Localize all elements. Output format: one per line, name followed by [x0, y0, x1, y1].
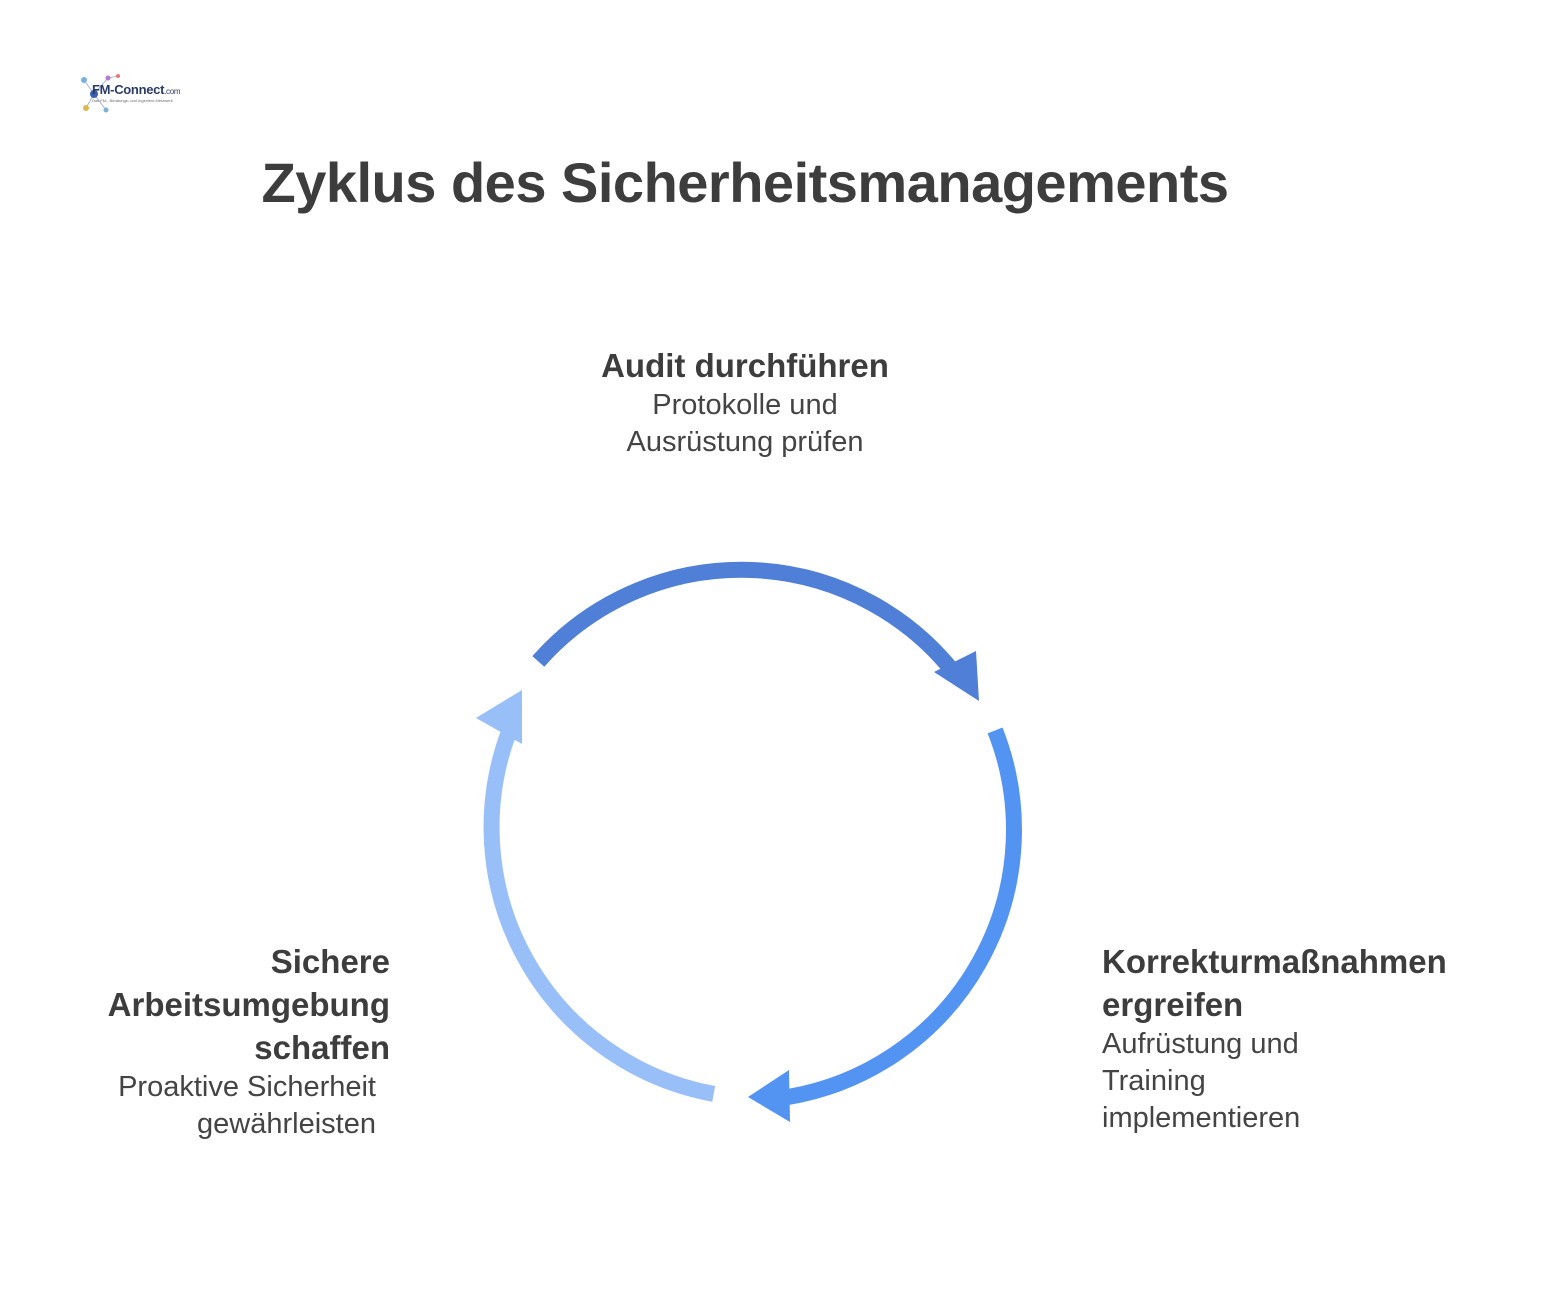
step-korrektur: Korrekturmaßnahmen ergreifen Aufrüstung … — [1102, 940, 1502, 1137]
step-audit: Audit durchführen Protokolle und Ausrüst… — [560, 344, 930, 461]
cycle-arc-korrektur — [786, 727, 1022, 1105]
cycle-arc-audit — [532, 561, 964, 682]
step-audit-description: Protokolle und Ausrüstung prüfen — [626, 389, 864, 458]
step-korrektur-description: Aufrüstung und Training implementieren — [1102, 1028, 1301, 1134]
arrowhead-korrektur-icon — [748, 1070, 790, 1122]
arrowhead-audit-icon — [934, 651, 979, 701]
cycle-arc-sichere — [483, 730, 716, 1102]
arrowhead-sichere-icon — [476, 690, 522, 744]
logo-name: FM-Connect — [92, 82, 165, 97]
step-audit-heading: Audit durchführen — [601, 347, 889, 384]
fm-connect-logo: FM-Connect.com Das FM-, Beratungs- und I… — [78, 72, 181, 116]
step-sichere: Sichere Arbeitsumgebung schaffen Proakti… — [60, 940, 390, 1143]
step-sichere-description: Proaktive Sicherheit gewährleisten — [118, 1071, 376, 1140]
logo-domain: .com — [164, 87, 181, 96]
step-sichere-heading: Sichere Arbeitsumgebung schaffen — [107, 943, 390, 1066]
page-title: Zyklus des Sicherheitsmanagements — [261, 151, 1230, 214]
logo-network-icon — [81, 74, 120, 113]
logo-tagline: Das FM-, Beratungs- und Ingenieur-Netzwe… — [92, 98, 173, 103]
logo-wordmark: FM-Connect.com — [92, 82, 181, 97]
step-korrektur-heading: Korrekturmaßnahmen ergreifen — [1102, 943, 1447, 1023]
